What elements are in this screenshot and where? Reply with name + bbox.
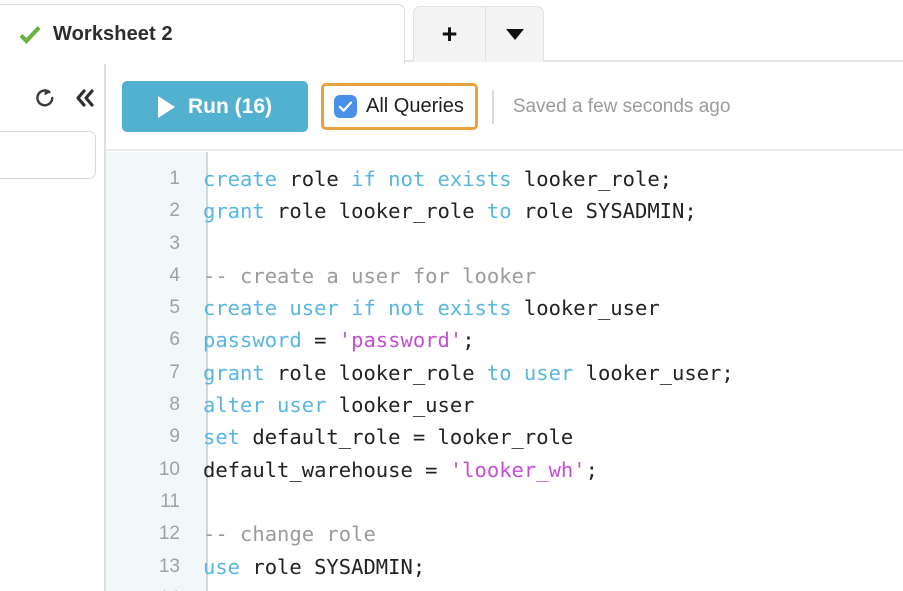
code-token: create <box>203 167 278 191</box>
code-line[interactable]: 3 <box>106 228 903 260</box>
line-number: 1 <box>169 168 180 189</box>
code-line[interactable]: 5 create user if not exists looker_user <box>106 292 903 324</box>
left-rail-actions <box>33 86 97 110</box>
chevron-down-icon <box>505 29 524 40</box>
code-token: looker_user <box>326 393 475 418</box>
line-number: 2 <box>169 200 180 222</box>
code-token: role looker_role <box>264 199 487 224</box>
line-number: 10 <box>158 458 180 480</box>
code-line[interactable]: 6 password = 'password'; <box>106 324 903 356</box>
checkmark-icon <box>338 101 353 112</box>
code-token: ; <box>585 457 598 482</box>
line-number-gutter <box>106 152 208 591</box>
play-triangle-icon <box>158 95 175 118</box>
line-number: 3 <box>169 232 180 254</box>
saved-status: Saved a few seconds ago <box>512 95 731 117</box>
worksheet-menu-button[interactable] <box>486 6 544 62</box>
run-button[interactable]: Run (16) <box>122 81 308 132</box>
code-token: looker_user; <box>573 360 734 385</box>
line-text: password = 'password'; <box>194 324 903 356</box>
line-number: 8 <box>169 394 180 416</box>
tab-title: Worksheet 2 <box>53 23 173 45</box>
left-rail <box>0 64 105 591</box>
line-number: 11 <box>160 490 180 512</box>
code-token: looker_user <box>511 296 660 321</box>
code-token: grant <box>203 360 265 385</box>
line-text: create user if not exists looker_user <box>194 292 903 324</box>
line-text: create role if not exists looker_role; <box>194 163 903 195</box>
code-token: create user if not exists <box>203 296 512 321</box>
all-queries-toggle[interactable]: All Queries <box>321 83 478 130</box>
code-token: to <box>486 199 512 224</box>
code-token: role <box>277 167 352 191</box>
line-number: 4 <box>169 264 180 286</box>
double-chevron-left-icon[interactable] <box>73 86 97 110</box>
code-line[interactable]: 13 use role SYSADMIN; <box>106 551 903 583</box>
code-line[interactable]: 8 alter user looker_user <box>106 389 903 421</box>
line-text: set default_role = looker_role <box>194 421 903 453</box>
all-queries-label: All Queries <box>366 95 464 117</box>
line-text: alter user looker_user <box>194 389 903 421</box>
code-token: if not exists <box>351 167 512 191</box>
plus-icon: + <box>441 19 458 49</box>
code-token: default_warehouse = <box>203 457 450 482</box>
left-rail-divider <box>104 64 106 591</box>
code-token: to user <box>486 360 574 385</box>
code-token: alter user <box>203 393 327 418</box>
code-line[interactable]: 1 create role if not exists looker_role; <box>106 163 903 195</box>
code-token: role SYSADMIN; <box>240 554 426 579</box>
code-line[interactable]: 9 set default_role = looker_role <box>106 421 903 453</box>
green-check-icon <box>19 24 41 46</box>
code-line[interactable]: 12 -- change role <box>106 518 903 550</box>
line-number: 5 <box>169 297 180 319</box>
line-text: use role SYSADMIN; <box>194 551 903 583</box>
line-number: 7 <box>169 361 180 383</box>
add-worksheet-button[interactable]: + <box>413 6 486 62</box>
code-token: role SYSADMIN; <box>511 199 697 224</box>
code-line[interactable]: 4 -- create a user for looker <box>106 260 903 292</box>
line-text: grant role looker_role to user looker_us… <box>194 357 903 389</box>
code-line[interactable]: 7 grant role looker_role to user looker_u… <box>106 357 903 389</box>
line-text: -- create a user for looker <box>194 260 903 292</box>
code-token: grant <box>203 199 265 224</box>
code-line[interactable]: 2 grant role looker_role to role SYSADMIN… <box>106 195 903 227</box>
line-number: 14 <box>106 583 194 591</box>
run-button-label: Run (16) <box>188 94 272 118</box>
all-queries-checkbox[interactable] <box>334 95 357 118</box>
code-token: default_role = looker_role <box>240 425 574 450</box>
code-token: = <box>301 328 339 353</box>
editor-toolbar: Run (16) All Queries Saved a few seconds… <box>106 64 903 151</box>
tab-bar: Worksheet 2 + <box>0 0 903 64</box>
line-text: grant role looker_role to role SYSADMIN; <box>194 195 903 227</box>
code-line[interactable]: 11 <box>106 486 903 518</box>
code-token: -- create a user for looker <box>203 263 537 288</box>
refresh-icon[interactable] <box>33 86 57 110</box>
code-token: -- change role <box>203 522 376 547</box>
line-number: 13 <box>158 555 180 577</box>
code-line[interactable]: 10 default_warehouse = 'looker_wh'; <box>106 454 903 486</box>
search-input[interactable] <box>0 131 96 179</box>
tab-worksheet-2[interactable]: Worksheet 2 <box>0 4 405 64</box>
code-token: role looker_role <box>264 360 487 385</box>
code-token: 'password' <box>338 328 463 353</box>
code-token: 'looker_wh' <box>449 457 586 482</box>
code-line[interactable]: 14 <box>106 583 903 591</box>
code-token: password <box>203 328 302 353</box>
line-number: 12 <box>158 523 180 545</box>
code-token: use <box>203 554 241 579</box>
line-text: -- change role <box>194 518 903 550</box>
toolbar-divider <box>491 89 494 124</box>
code-token: set <box>203 425 241 450</box>
line-number: 6 <box>169 329 180 351</box>
line-number: 9 <box>169 426 180 448</box>
code-token: looker_role; <box>511 167 673 191</box>
code-token: ; <box>462 328 475 353</box>
line-text: default_warehouse = 'looker_wh'; <box>194 454 903 486</box>
